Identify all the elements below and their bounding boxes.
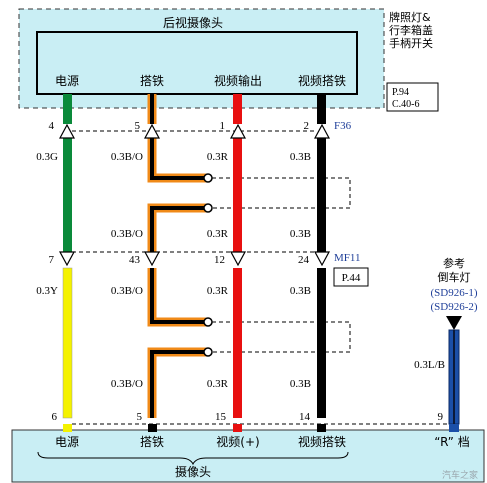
side-note-line-2: 行李箱盖 — [389, 23, 433, 37]
connector-f36-name: F36 — [334, 120, 352, 132]
mf11-page-ref: P.44 — [342, 272, 361, 284]
mf11-page-ref-box — [333, 267, 369, 287]
wire-label-0.3r-mid: 0.3R — [207, 228, 229, 240]
shield-splices — [203, 173, 351, 357]
bottom-pin-9: 9 — [438, 411, 444, 423]
bottom-unit-panel — [11, 429, 485, 483]
bottom-pin-6: 6 — [52, 411, 58, 423]
pin-label-video-out: 视频输出 — [214, 73, 262, 88]
bottom-pin-5: 5 — [137, 411, 143, 423]
wire-label-0.3y: 0.3Y — [36, 285, 58, 297]
bottom-label-power: 电源 — [55, 435, 79, 449]
wire-label-0.3b-3: 0.3B — [290, 378, 311, 390]
page-ref: P.94 — [392, 87, 409, 98]
reversing-ref-line-1: 参考 — [443, 256, 465, 270]
wire-black-end — [317, 424, 326, 432]
wire-red-top — [233, 94, 242, 124]
wire-label-0.3r-1: 0.3R — [207, 151, 229, 163]
wire-label-0.3r-3: 0.3R — [207, 378, 229, 390]
wire-red-mid — [233, 138, 242, 252]
wire-yellow-end — [63, 424, 72, 432]
f36-pin-4: 4 — [49, 120, 55, 132]
side-note-line-1: 牌照灯& — [389, 10, 431, 24]
page-ref-box — [386, 82, 439, 112]
reversing-ref-sd926-2: (SD926-2) — [430, 301, 477, 313]
wire-red-end — [233, 424, 242, 432]
bottom-label-video-ground: 视频搭铁 — [298, 434, 346, 449]
connector-f36-arrows — [58, 123, 331, 139]
camera-module-box — [36, 31, 358, 95]
wire-label-0.3b-1: 0.3B — [290, 151, 311, 163]
connector-mf11-name: MF11 — [334, 252, 361, 264]
mf11-pin-12: 12 — [214, 254, 225, 266]
wire-yellow — [62, 267, 73, 419]
wire-label-0.3bo-2: 0.3B/O — [111, 285, 143, 297]
f36-pin-5: 5 — [135, 120, 141, 132]
wire-red-lower — [233, 268, 242, 418]
bottom-label-ground: 搭铁 — [140, 435, 164, 449]
bottom-unit-title: 摄像头 — [175, 464, 211, 479]
wire-label-0.3lb: 0.3L/B — [414, 359, 445, 371]
wire-label-0.3b-mid: 0.3B — [290, 228, 311, 240]
mf11-pin-24: 24 — [298, 254, 310, 266]
wire-blue-tracer — [453, 330, 455, 424]
wire-label-0.3bo-1: 0.3B/O — [111, 151, 143, 163]
wire-blue-end — [449, 424, 459, 432]
connector-mf11-arrows — [58, 251, 331, 267]
mf11-pin-43: 43 — [129, 254, 141, 266]
camera-panel — [18, 8, 385, 109]
side-note-line-3: 手柄开关 — [389, 36, 433, 50]
camera-group-brace — [37, 451, 349, 466]
bottom-label-r-gear: “R” 档 — [434, 435, 469, 449]
wire-ground-end — [148, 424, 157, 432]
wire-black-top — [317, 94, 326, 124]
f36-pin-2: 2 — [304, 120, 310, 132]
reversing-ref-line-2: 倒车灯 — [438, 270, 471, 284]
wire-label-0.3bo-3: 0.3B/O — [111, 378, 143, 390]
wire-green — [63, 138, 72, 252]
wire-green-top — [63, 94, 72, 124]
wire-ground-orange — [147, 94, 208, 418]
reversing-ref-arrow — [446, 316, 462, 330]
f36-pin-1: 1 — [220, 120, 226, 132]
bottom-pin-14: 14 — [299, 411, 311, 423]
wire-black-mid — [317, 138, 326, 252]
pin-label-ground: 搭铁 — [140, 74, 164, 88]
wire-black-lower — [317, 268, 326, 418]
camera-title: 后视摄像头 — [163, 15, 223, 30]
pin-label-video-ground: 视频搭铁 — [298, 73, 346, 88]
watermark: 汽车之家 — [442, 469, 478, 481]
bottom-pin-15: 15 — [215, 411, 227, 423]
wire-label-0.3g: 0.3G — [36, 151, 58, 163]
wire-label-0.3bo-mid: 0.3B/O — [111, 228, 143, 240]
wire-label-0.3r-2: 0.3R — [207, 285, 229, 297]
pin-label-power: 电源 — [55, 74, 79, 88]
sub-page-ref: C.40-6 — [392, 99, 420, 110]
wire-label-0.3b-2: 0.3B — [290, 285, 311, 297]
reversing-ref-sd926-1: (SD926-1) — [430, 287, 477, 299]
mf11-pin-7: 7 — [49, 254, 55, 266]
bottom-label-video-plus: 视频(+) — [216, 434, 259, 449]
